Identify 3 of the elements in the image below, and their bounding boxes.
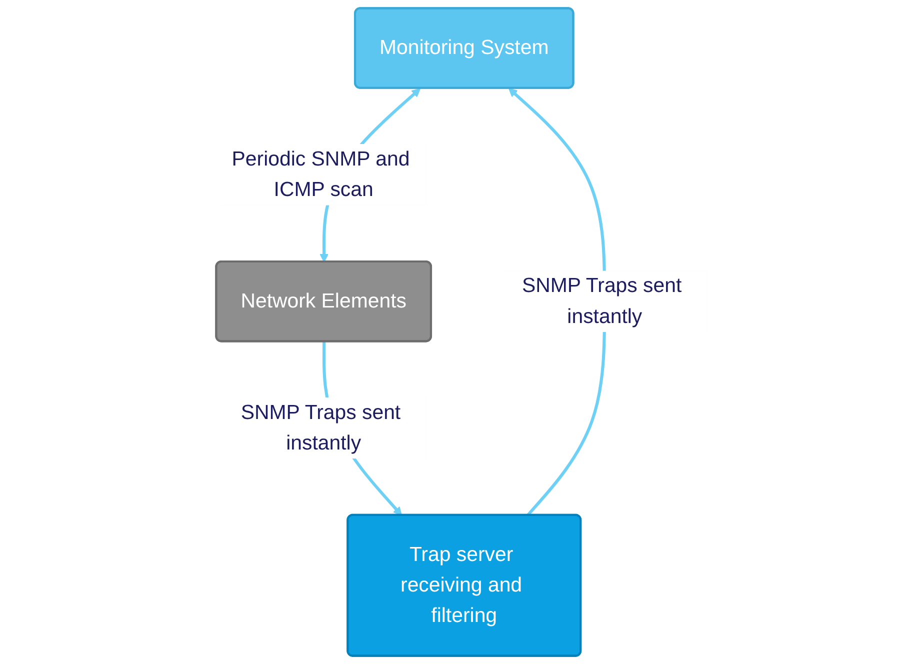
edge-label: SNMP Traps sent instantly [522, 274, 682, 328]
edge-label: Periodic SNMP and ICMP scan [232, 148, 410, 202]
edge-label: SNMP Traps sent instantly [240, 401, 401, 455]
